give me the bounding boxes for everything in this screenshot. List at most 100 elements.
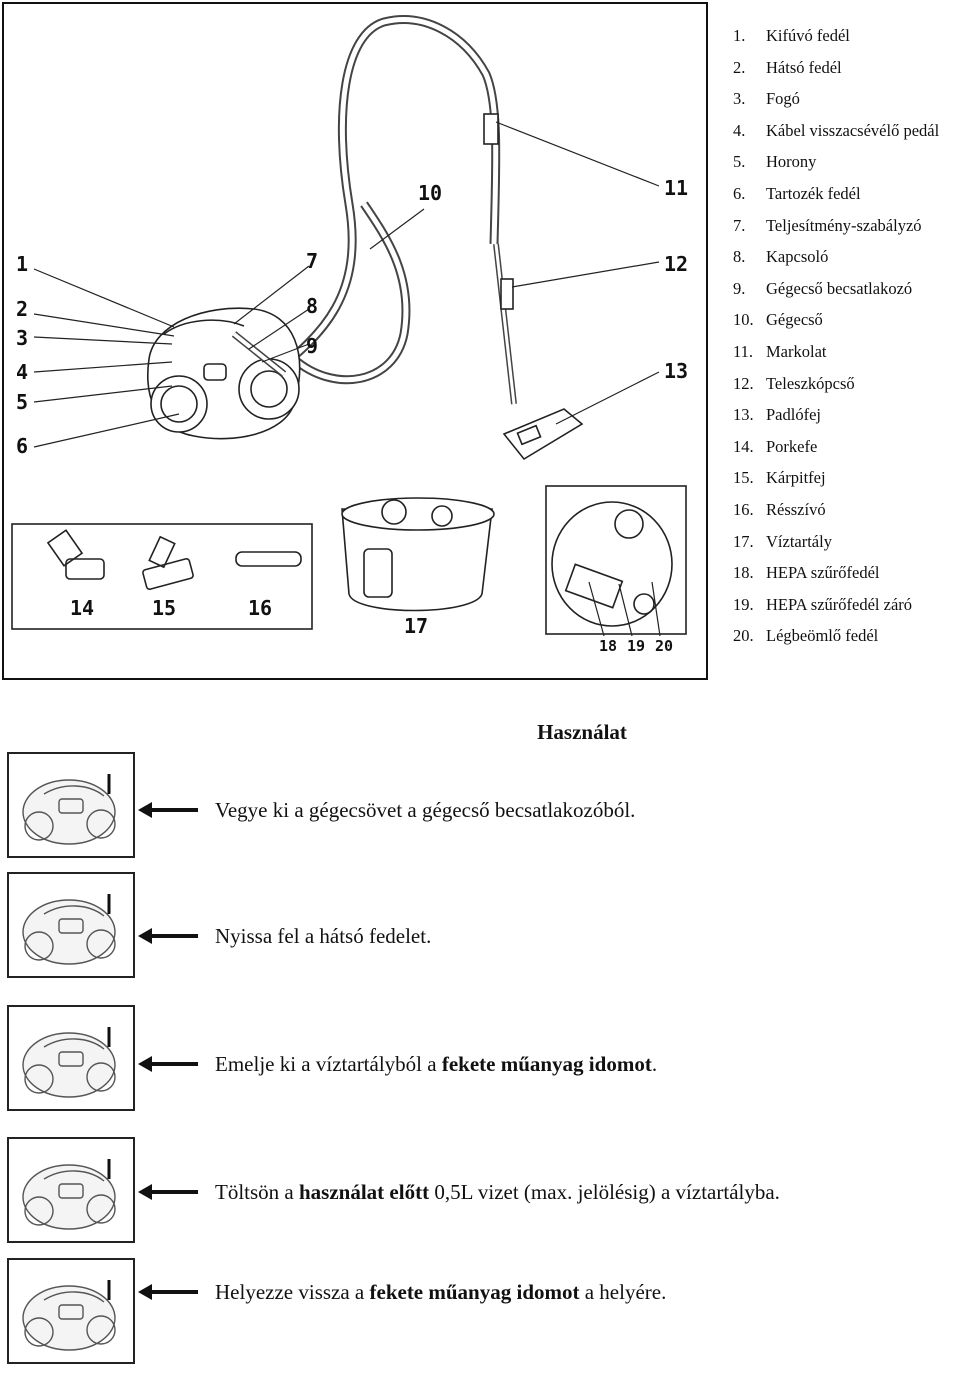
part-number: 7. (733, 215, 746, 235)
parts-list-item: 9. Gégecső becsatlakozó (733, 277, 939, 309)
part-number: 8. (733, 247, 746, 267)
dust-brush-drawing (46, 529, 105, 580)
step-text-bold: használat előtt (299, 1180, 430, 1204)
part-label: Padlófej (766, 405, 821, 425)
part-label: Hátsó fedél (766, 57, 842, 77)
part-number: 1. (733, 26, 746, 45)
callout-10: 10 (418, 181, 443, 205)
part-label: Kábel visszacsévélő pedál (766, 120, 940, 140)
accessories-frame (11, 523, 313, 630)
vacuum-body-drawing (147, 307, 301, 440)
part-number: 2. (733, 57, 746, 77)
parts-list-item: 7. Teljesítmény-szabályzó (733, 214, 939, 246)
step-instruction: Töltsön a használat előtt 0,5L vizet (ma… (215, 1180, 780, 1205)
step-illustration (7, 752, 135, 858)
step-instruction: Vegye ki a gégecsövet a gégecső becsatla… (215, 798, 635, 823)
parts-list-item: 19.HEPA szűrőfedél záró (733, 593, 939, 625)
part-number: 6. (733, 183, 746, 203)
crevice-tool-drawing (235, 551, 302, 567)
part-number: 14. (733, 436, 754, 456)
parts-list-item: 18. HEPA szűrőfedél (733, 561, 939, 593)
part-label: Gégecső (766, 310, 823, 330)
callout-15: 15 (152, 596, 177, 620)
parts-list-item: 17. Víztartály (733, 530, 939, 562)
part-label: Horony (766, 152, 817, 172)
callout-13: 13 (664, 359, 689, 383)
part-label: Porkefe (766, 436, 818, 456)
part-number: 17. (733, 531, 754, 551)
part-number: 9. (733, 278, 746, 298)
step-illustration (7, 1137, 135, 1243)
parts-list-item: 16. Résszívó (733, 498, 939, 530)
left-arrow-icon (138, 1184, 198, 1200)
part-number: 20. (733, 626, 754, 646)
step-text-pre: Nyissa fel a hátsó fedelet. (215, 924, 432, 948)
parts-list-item: 5. Horony (733, 150, 939, 182)
part-label: Víztartály (766, 531, 832, 551)
parts-list-item: 3. Fogó (733, 87, 939, 119)
callout-17: 17 (404, 614, 429, 638)
callout-12: 12 (664, 252, 689, 276)
callout-9: 9 (306, 334, 319, 358)
step-text-pre: Emelje ki a víztartályból a (215, 1052, 442, 1076)
part-label: Teleszkópcső (766, 373, 855, 393)
usage-heading: Használat (537, 720, 627, 744)
part-label: Résszívó (766, 499, 826, 519)
part-number: 16. (733, 499, 754, 519)
vacuum-illustration (11, 15, 687, 637)
step-illustration (7, 1258, 135, 1364)
hose-drawing (269, 15, 501, 378)
parts-list: 1. Kifúvó fedél 2. Hátsó fedél 3. Fogó 4. Kábel… (733, 24, 939, 656)
step-text-post: . (651, 1052, 658, 1076)
parts-list-item: 8. Kapcsoló (733, 245, 939, 277)
step-illustration (7, 872, 135, 978)
parts-list-item: 20.Légbeömlő fedél (733, 624, 939, 656)
part-number: 13. (733, 405, 754, 425)
part-label: Fogó (766, 89, 800, 109)
step-text-post: a helyére. (579, 1280, 667, 1304)
parts-list-item: 2. Hátsó fedél (733, 56, 939, 88)
left-arrow-icon (138, 928, 198, 944)
callout-19: 19 (627, 637, 646, 655)
part-label: Kifúvó fedél (766, 26, 850, 45)
part-label: HEPA szűrőfedél (766, 563, 880, 583)
part-number: 11. (733, 341, 754, 361)
part-label: Gégecső becsatlakozó (766, 278, 913, 298)
part-number: 4. (733, 120, 746, 140)
left-arrow-icon (138, 802, 198, 818)
left-arrow-icon (138, 1284, 198, 1300)
parts-list-item: 11. Markolat (733, 340, 939, 372)
part-number: 19. (733, 594, 754, 614)
callout-6: 6 (16, 434, 29, 458)
part-number: 18. (733, 563, 754, 583)
parts-list-item: 15.Kárpitfej (733, 466, 939, 498)
callout-5: 5 (16, 390, 29, 414)
callout-2: 2 (16, 297, 29, 321)
part-label: Kapcsoló (766, 247, 829, 267)
callout-8: 8 (306, 294, 319, 318)
step-instruction: Helyezze vissza a fekete műanyag idomot … (215, 1280, 666, 1305)
part-number: 12. (733, 373, 754, 393)
part-number: 5. (733, 152, 746, 172)
parts-list-item: 6.Tartozék fedél (733, 182, 939, 214)
callout-7: 7 (306, 249, 319, 273)
part-label: Teljesítmény-szabályzó (766, 215, 922, 235)
callout-11: 11 (664, 176, 689, 200)
part-number: 10. (733, 310, 754, 330)
parts-list-item: 10. Gégecső (733, 308, 939, 340)
callout-3: 3 (16, 326, 29, 350)
parts-list-item: 13. Padlófej (733, 403, 939, 435)
step-text-pre: Vegye ki a gégecsövet a gégecső becsatla… (215, 798, 636, 822)
callout-1: 1 (16, 252, 29, 276)
floor-head-drawing (502, 408, 584, 461)
part-label: Kárpitfej (766, 468, 826, 488)
part-number: 3. (733, 89, 746, 109)
vacuum-base-drawing (551, 501, 673, 627)
step-instruction: Nyissa fel a hátsó fedelet. (215, 924, 431, 949)
base-frame (545, 485, 687, 635)
upholstery-tool-drawing (142, 535, 194, 590)
part-label: Markolat (766, 341, 827, 361)
callout-20: 20 (655, 637, 674, 655)
callout-4: 4 (16, 360, 29, 384)
step-text-post: 0,5L vizet (max. jelölésig) a víztartály… (429, 1180, 780, 1204)
